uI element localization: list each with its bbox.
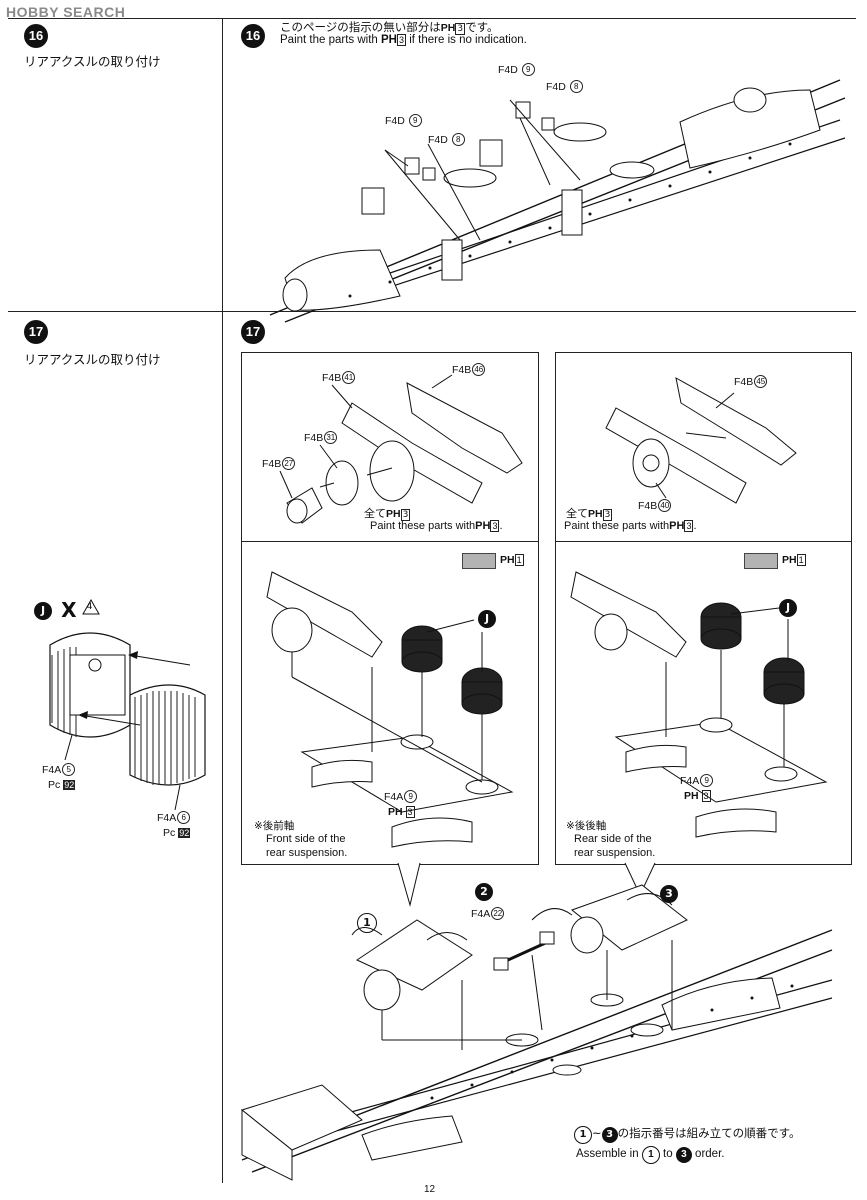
times-mark: X	[61, 598, 77, 622]
paint-label-ph3-front: PH 3	[388, 806, 415, 818]
paint-label-ph3-rear: PH 3	[684, 790, 711, 802]
order-bubble-2: 2	[475, 883, 493, 901]
part-letter-j-front: J	[478, 610, 496, 628]
axle-housing-exploded-rear	[605, 377, 797, 504]
step16-left-title: リアアクスルの取り付け	[24, 54, 161, 69]
paint-code-pc92-a: Pc 92	[48, 779, 76, 791]
color-swatch-ph1-rear	[744, 553, 778, 569]
rear-axle-note-jp: ※後後軸	[566, 820, 607, 832]
part-letter-j: J	[34, 602, 52, 620]
step17-left-title: リアアクスルの取り付け	[24, 352, 161, 367]
part-label-f4d-8-b: F4D 8	[428, 133, 465, 146]
part-label-f4d-8-a: F4D 8	[546, 80, 583, 93]
rear-axle-note-en-1: Rear side of the	[574, 833, 652, 845]
count-triangle: 4	[81, 598, 100, 615]
front-axle-note-jp: ※後前軸	[254, 820, 295, 832]
axle-housing-exploded-front	[279, 374, 523, 524]
paint-code-pc92-b: Pc 92	[163, 827, 191, 839]
step16-left-number: 16	[24, 24, 48, 48]
step17-left-number: 17	[24, 320, 48, 344]
step16-number: 16	[241, 24, 265, 48]
assembly-order-note-en: Assemble in 1 to 3 order.	[576, 1146, 724, 1164]
page-number: 12	[424, 1184, 436, 1195]
rear-axle-note-en-2: rear suspension.	[574, 847, 656, 859]
front-axle-note-en-1: Front side of the	[266, 833, 346, 845]
suspension-assembly-rear	[570, 571, 828, 838]
j-detail-header: J X 4	[34, 598, 100, 622]
part-label-f4d-9-a: F4D 9	[498, 63, 535, 76]
page-frame	[8, 18, 856, 1184]
final-chassis-assembly	[240, 884, 833, 1181]
part-label-f4d-9-b: F4D 9	[385, 114, 422, 127]
chassis-frame-illustration-step16	[269, 79, 846, 323]
step17-number: 17	[241, 320, 265, 344]
color-swatch-ph1-front	[462, 553, 496, 569]
order-bubble-1: 1	[357, 913, 377, 933]
tire-tread-illustration	[49, 632, 206, 811]
row-divider	[8, 311, 856, 312]
part-letter-j-rear: J	[779, 599, 797, 617]
watermark: HOBBY SEARCH	[6, 4, 126, 20]
front-axle-note-en-2: rear suspension.	[266, 847, 348, 859]
suspension-assembly-front	[266, 571, 514, 848]
column-divider	[222, 18, 223, 1183]
